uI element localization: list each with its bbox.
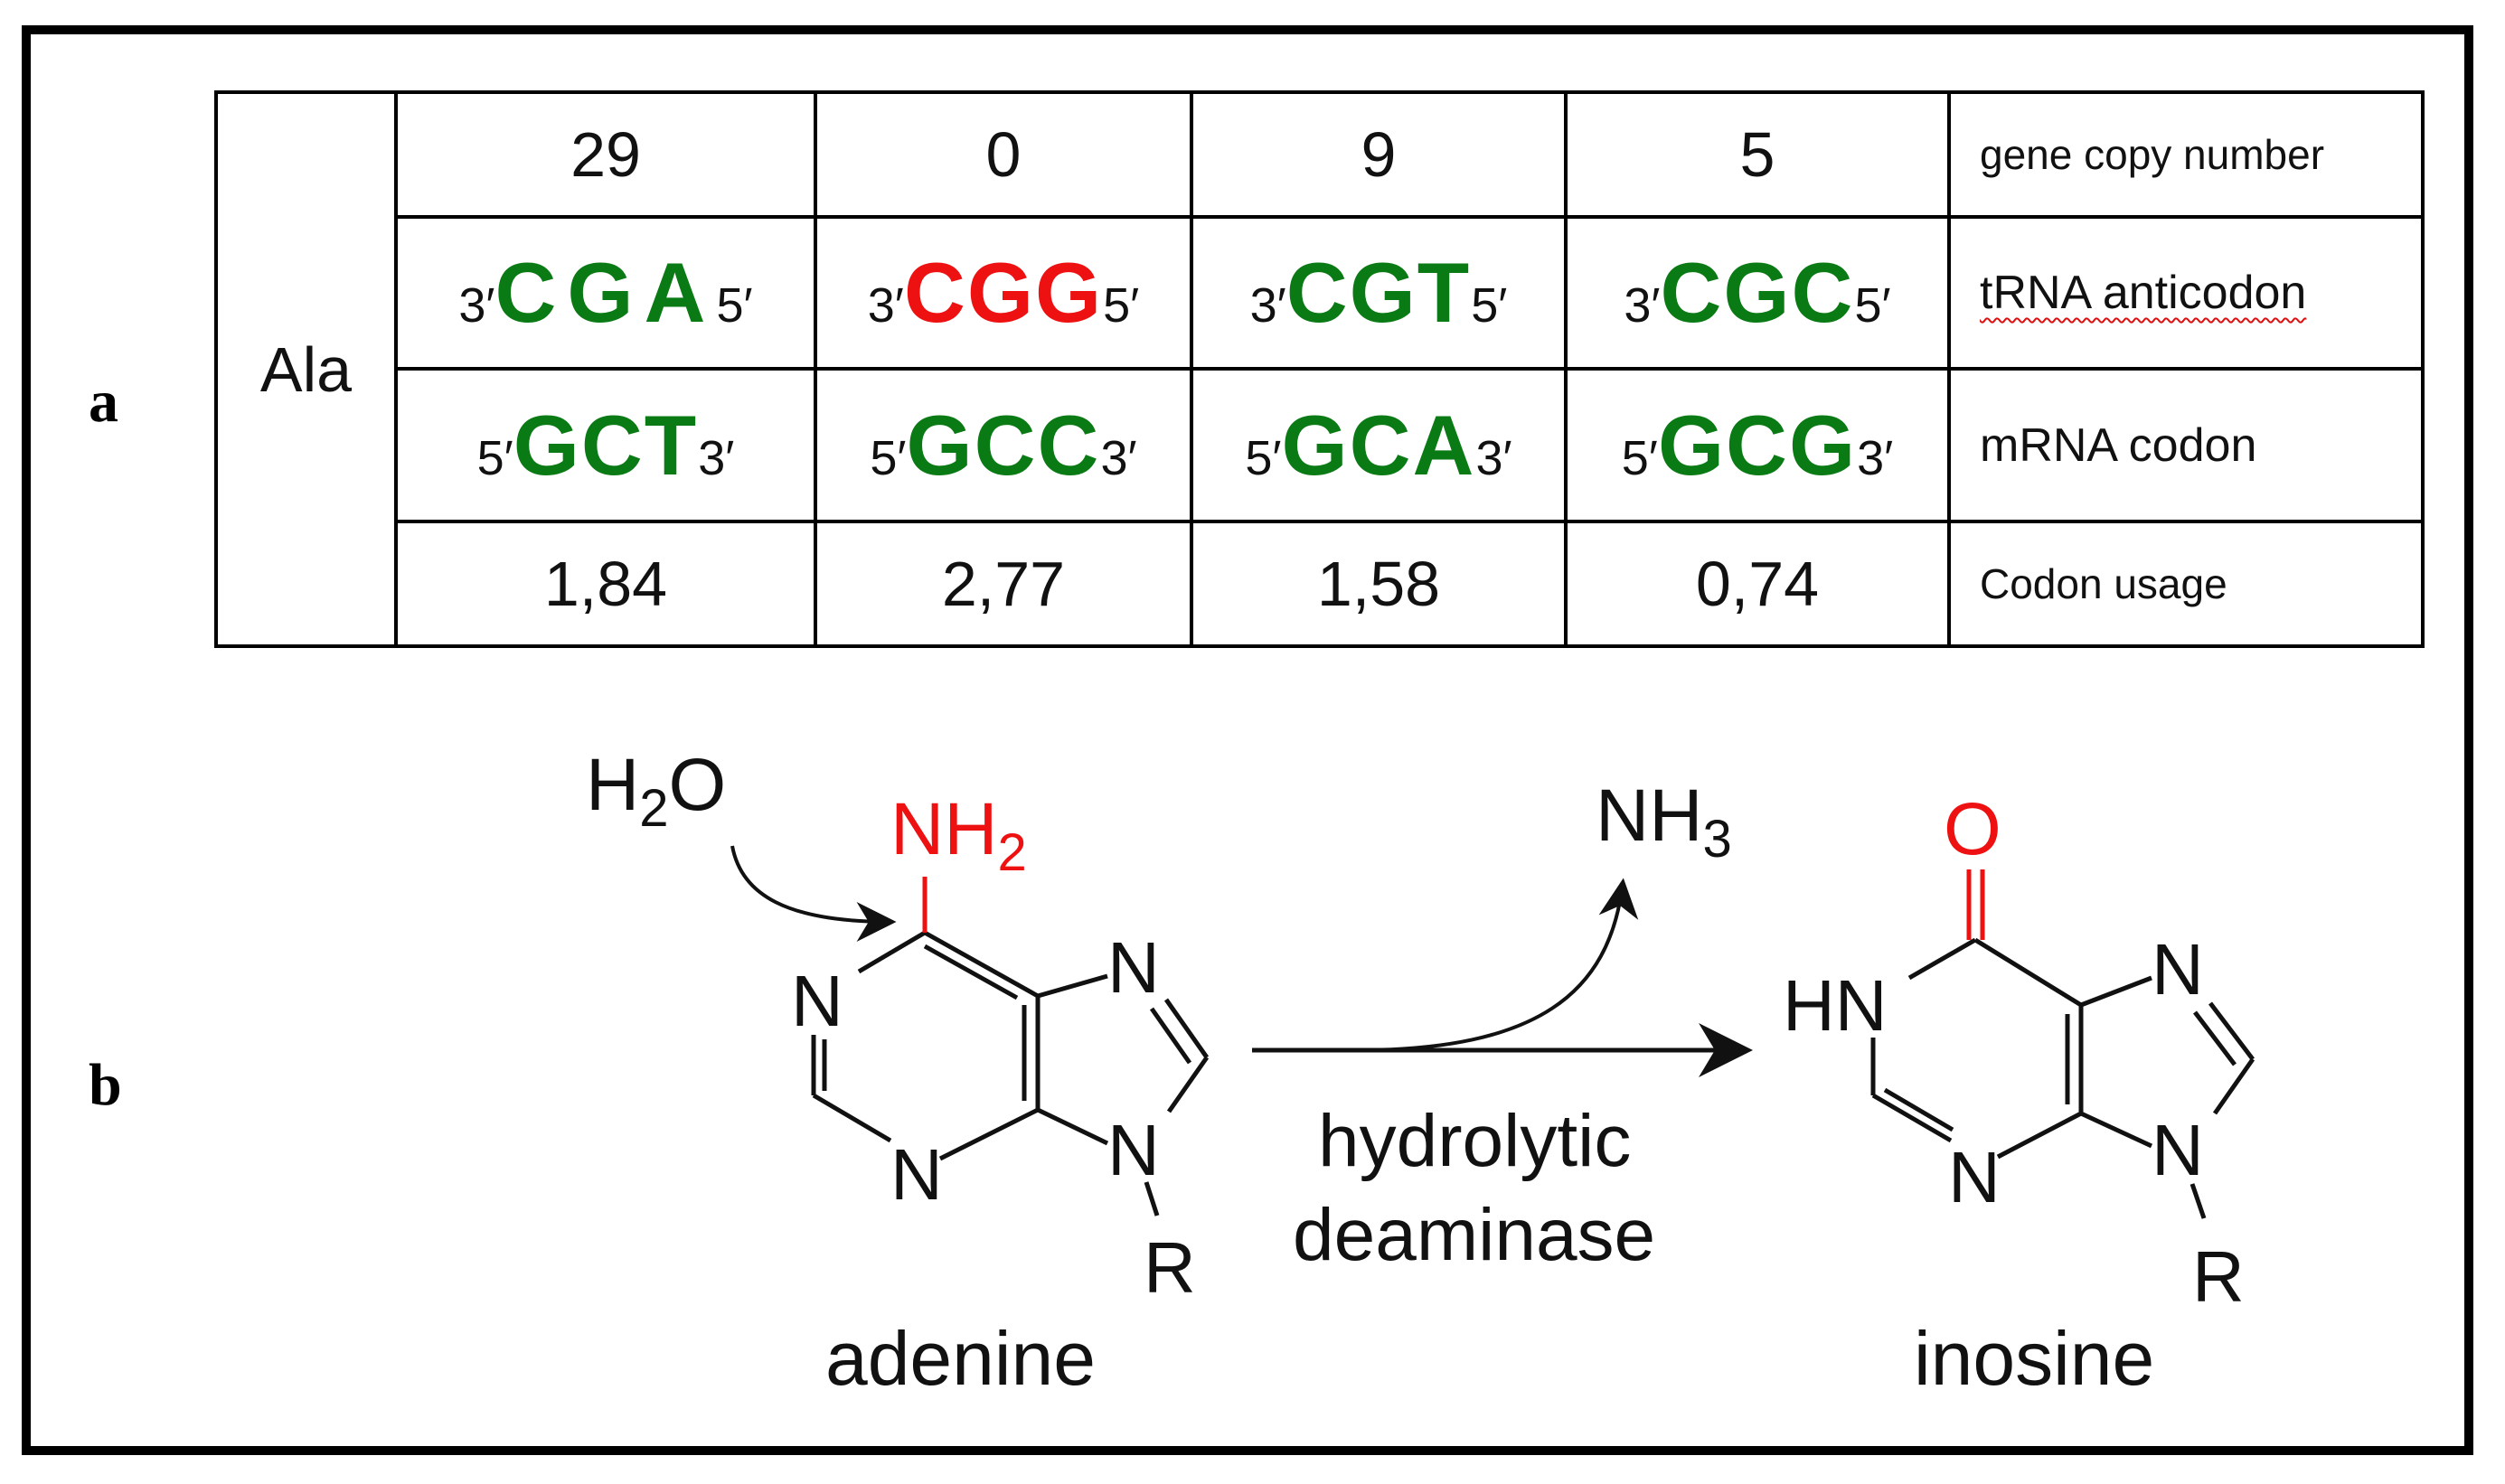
codon-usage-row: 1,84 2,77 1,58 0,74 Codon usage xyxy=(216,520,2425,648)
anticodon-seq: CGG xyxy=(903,245,1104,341)
gene-copy-cell: 29 xyxy=(394,90,817,219)
codon-cell: 5′GCA3′ xyxy=(1190,367,1568,524)
codon-usage-label: Codon usage xyxy=(1947,520,2425,648)
prime-5: 5′ xyxy=(1854,278,1891,333)
inosine-structure: O HN N N N R xyxy=(1783,788,2255,1317)
prime-5: 5′ xyxy=(870,430,907,485)
prime-3: 3′ xyxy=(1857,430,1894,485)
inosine-n7: N xyxy=(2152,929,2204,1010)
inosine-n3: N xyxy=(1948,1137,2001,1217)
amino-acid-cell: Ala xyxy=(214,90,398,648)
adenine-n7: N xyxy=(1107,927,1160,1008)
anticodon-cell: 3′CGC5′ xyxy=(1564,214,1951,371)
adenine-name: adenine xyxy=(825,1316,1096,1401)
gene-copy-cell: 0 xyxy=(814,90,1193,219)
ammonia-subscript: 3 xyxy=(1702,810,1731,869)
inosine-name: inosine xyxy=(1914,1316,2154,1401)
codon-seq: GCA xyxy=(1281,397,1476,493)
prime-5: 5′ xyxy=(1621,430,1658,485)
adenine-n1: N xyxy=(791,961,843,1041)
anticodon-cell: 3′CGG5′ xyxy=(814,214,1193,371)
prime-5: 5′ xyxy=(716,278,753,333)
codon-row: 5′GCT3′ 5′GCC3′ 5′GCA3′ 5′GCG3′ mRNA cod… xyxy=(216,367,2425,524)
water-subscript: 2 xyxy=(639,779,668,838)
prime-5: 5′ xyxy=(1471,278,1508,333)
codon-cell: 5′GCG3′ xyxy=(1564,367,1951,524)
water-o: O xyxy=(668,744,726,826)
amino-subscript: 2 xyxy=(997,823,1026,882)
panel-label-b: b xyxy=(89,1052,122,1118)
codon-seq: GCC xyxy=(906,397,1101,493)
adenine-structure: NH2 N N N N R xyxy=(791,788,1210,1308)
adenine-bonds xyxy=(811,930,1210,1216)
water-label: H2O xyxy=(586,744,726,838)
gene-copy-cell: 9 xyxy=(1190,90,1568,219)
amino-group: NH2 xyxy=(890,788,1027,882)
inosine-n9: N xyxy=(2152,1110,2204,1190)
prime-3: 3′ xyxy=(1475,430,1512,485)
inosine-r: R xyxy=(2192,1236,2245,1317)
adenine-r: R xyxy=(1144,1227,1196,1308)
codon-seq: GCT xyxy=(513,397,699,493)
codon-usage-cell: 0,74 xyxy=(1564,520,1951,648)
ammonia-release-arrow xyxy=(1355,878,1639,1052)
anticodon-seq: CGC xyxy=(1660,245,1855,341)
codon-seq: GCG xyxy=(1657,397,1858,493)
anticodon-row: 3′CGA5′ 3′CGG5′ 3′CGT5′ 3′CGC5′ tRNA ant… xyxy=(216,214,2425,371)
prime-3: 3′ xyxy=(1624,278,1661,333)
enzyme-name-line1: hydrolytic xyxy=(1318,1100,1631,1182)
prime-5: 5′ xyxy=(1245,430,1282,485)
gene-copy-row: Ala 29 0 9 5 gene copy number xyxy=(214,90,2425,648)
ammonia-label: NH3 xyxy=(1596,775,1732,869)
prime-5: 5′ xyxy=(1103,278,1140,333)
codon-label: mRNA codon xyxy=(1947,367,2425,524)
anticodon-label-text: tRNA anticodon xyxy=(1980,267,2307,320)
anticodon-seq: CGA xyxy=(494,245,717,341)
anticodon-cell: 3′CGA5′ xyxy=(394,214,817,371)
codon-table: Ala 29 0 9 5 gene copy number 3′CGA5′ 3′… xyxy=(214,90,2425,648)
carbonyl-oxygen: O xyxy=(1944,788,2001,870)
adenine-n9: N xyxy=(1107,1110,1160,1190)
prime-3: 3′ xyxy=(698,430,735,485)
anticodon-seq: CGT xyxy=(1285,245,1472,341)
prime-3: 3′ xyxy=(1100,430,1137,485)
panel-label-a: a xyxy=(89,369,118,435)
amino-nh: NH xyxy=(890,788,997,870)
codon-cell: 5′GCT3′ xyxy=(394,367,817,524)
ammonia-nh: NH xyxy=(1596,775,1702,857)
anticodon-cell: 3′CGT5′ xyxy=(1190,214,1568,371)
prime-3: 3′ xyxy=(1249,278,1286,333)
anticodon-label: tRNA anticodon xyxy=(1947,214,2425,371)
gene-copy-label: gene copy number xyxy=(1947,90,2425,219)
gene-copy-cell: 5 xyxy=(1564,90,1951,219)
attack-arrow xyxy=(730,845,897,942)
prime-3: 3′ xyxy=(458,278,495,333)
codon-cell: 5′GCC3′ xyxy=(814,367,1193,524)
codon-usage-cell: 1,84 xyxy=(394,520,817,648)
inosine-bonds xyxy=(1870,937,2255,1219)
inosine-hn: HN xyxy=(1783,965,1888,1046)
enzyme-name-line2: deaminase xyxy=(1293,1194,1655,1276)
codon-usage-cell: 1,58 xyxy=(1190,520,1568,648)
codon-usage-cell: 2,77 xyxy=(814,520,1193,648)
prime-3: 3′ xyxy=(867,278,904,333)
water-h: H xyxy=(586,744,639,826)
adenine-n3: N xyxy=(890,1134,943,1215)
prime-5: 5′ xyxy=(476,430,513,485)
